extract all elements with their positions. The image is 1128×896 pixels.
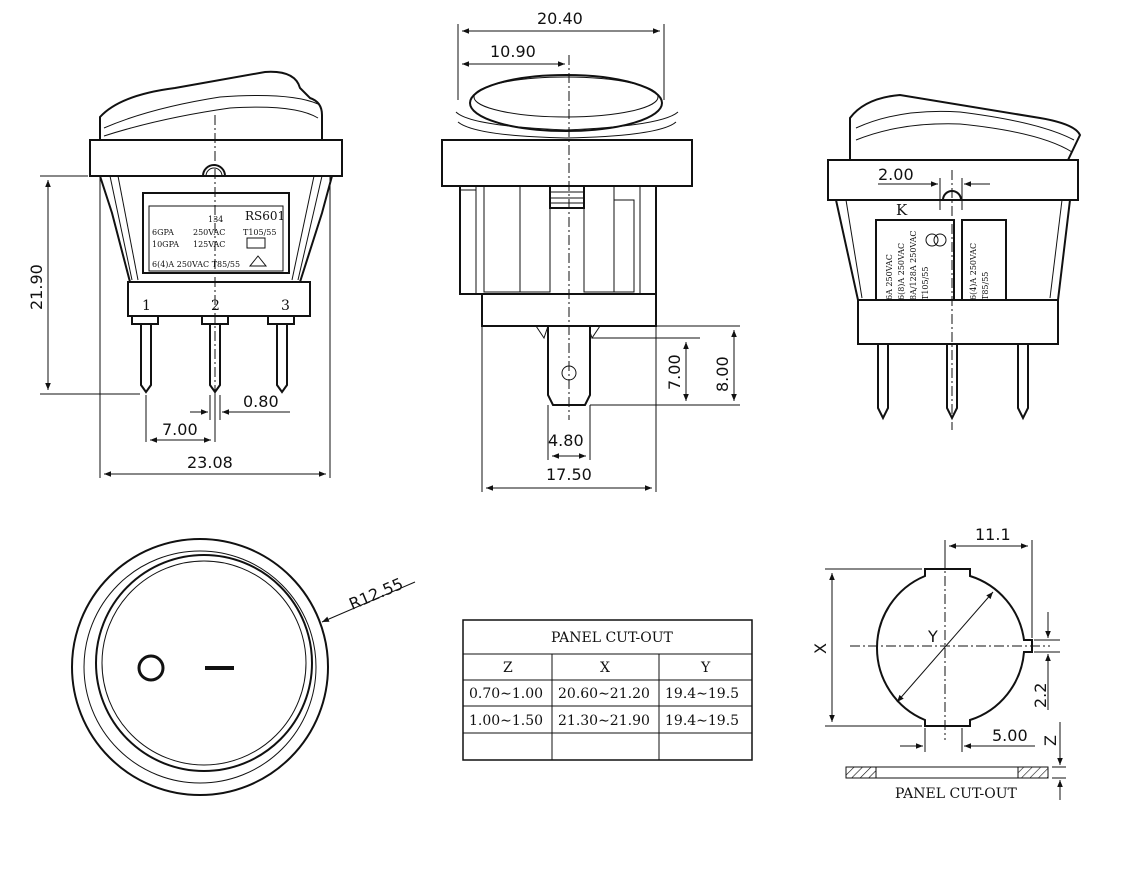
label-l3: 6(4)A 250VAC T85/55 xyxy=(152,260,240,269)
pin-label-3: 3 xyxy=(281,298,290,314)
label-l2-mid: 125VAC xyxy=(193,240,225,249)
back-pins xyxy=(877,343,1029,421)
back-mark-k: K xyxy=(896,201,908,219)
table-cell: 21.30∼21.90 xyxy=(558,713,650,729)
table-cell: 1.00∼1.50 xyxy=(469,713,543,729)
front-pins xyxy=(131,315,295,394)
back-view: K 6A 250VAC 6(8)A 250VAC 8A/128A 250VAC … xyxy=(827,93,1082,430)
table-title: PANEL CUT-OUT xyxy=(551,630,674,646)
pin-label-1: 1 xyxy=(142,298,151,314)
top-dim-radius: R12.55 xyxy=(346,574,406,614)
side-dim-body-width: 17.50 xyxy=(546,465,592,484)
back-label-l1: 6A 250VAC xyxy=(885,254,894,300)
table-cell: 0.70∼1.00 xyxy=(469,686,543,702)
cutout-dim-z: Z xyxy=(1041,735,1060,746)
label-l1-left: 6GPA xyxy=(152,228,174,237)
front-base xyxy=(127,281,311,317)
table-header-z: Z xyxy=(503,660,513,676)
back-label-l3: 8A/128A 250VAC xyxy=(909,230,918,300)
label-l1-mid: 250VAC xyxy=(193,228,225,237)
table-header-x: X xyxy=(600,660,610,676)
table-cell: 19.4∼19.5 xyxy=(665,686,739,702)
table-cell: 20.60∼21.20 xyxy=(558,686,650,702)
cutout-dim-width: 11.1 xyxy=(975,525,1011,544)
side-bezel xyxy=(441,139,693,187)
side-dim-half-width: 10.90 xyxy=(490,42,536,61)
top-view: R12.55 xyxy=(71,538,416,796)
side-view: 20.40 10.90 7.00 8.00 4.80 17.50 xyxy=(441,9,740,492)
label-l1-right: T105/55 xyxy=(243,228,276,237)
cutout-dim-x: X xyxy=(811,643,830,654)
table-cell: 19.4∼19.5 xyxy=(665,713,739,729)
cutout-table: PANEL CUT-OUT Z X Y 0.70∼1.00 20.60∼21.2… xyxy=(462,619,753,761)
cutout-caption: PANEL CUT-OUT xyxy=(895,786,1018,802)
off-symbol xyxy=(137,654,165,682)
front-view: 134 RS601 6GPA 250VAC T105/55 10GPA 125V… xyxy=(27,70,343,478)
label-code: 134 xyxy=(208,215,223,224)
cutout-dim-2-2: 2.2 xyxy=(1031,683,1050,708)
back-label2-l2: T85/55 xyxy=(981,272,990,300)
back-label-l4: T105/55 xyxy=(921,267,930,300)
front-dim-pitch: 7.00 xyxy=(162,420,198,439)
label-l2-left: 10GPA xyxy=(152,240,179,249)
back-label2-l1: 6(4)A 250VAC xyxy=(969,243,978,300)
label-model: RS601 xyxy=(245,209,285,223)
front-dim-height: 21.90 xyxy=(27,264,46,310)
cutout-view: Y 11.1 X 2.2 5.00 Z PANEL CUT-OUT xyxy=(811,525,1066,802)
rocker-cap xyxy=(99,70,323,141)
cutout-dim-5: 5.00 xyxy=(992,726,1028,745)
side-dim-terminal-8: 8.00 xyxy=(713,356,732,392)
side-dim-terminal-width: 4.80 xyxy=(548,431,584,450)
pin-label-2: 2 xyxy=(211,298,220,314)
cutout-shape xyxy=(876,568,1033,727)
cutout-dim-y: Y xyxy=(927,627,938,646)
front-dim-width: 23.08 xyxy=(187,453,233,472)
front-dim-pin-thickness: 0.80 xyxy=(243,392,279,411)
table-header-y: Y xyxy=(700,660,711,676)
side-dim-top-width: 20.40 xyxy=(537,9,583,28)
side-dim-terminal-7: 7.00 xyxy=(665,354,684,390)
back-dim-offset: 2.00 xyxy=(878,165,914,184)
back-label-l2: 6(8)A 250VAC xyxy=(897,243,906,300)
